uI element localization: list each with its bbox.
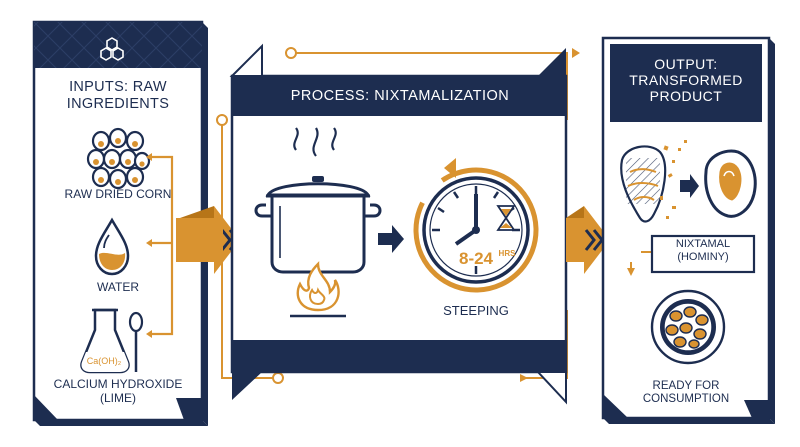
timer-clock-icon: 8-24 HRS (413, 158, 539, 293)
output-heading: OUTPUT: TRANSFORMED PRODUCT (629, 56, 743, 105)
hominy-kernel-icon (704, 149, 757, 218)
hominy-bowl-icon (650, 289, 726, 365)
hexagon-logo-icon (100, 37, 124, 61)
process-heading: PROCESS: NIXTAMALIZATION (290, 88, 510, 104)
duration-unit: HRS (499, 249, 517, 258)
duration-value: 8-24 (459, 249, 494, 268)
input-label-lime: CALCIUM HYDROXIDE (LIME) (53, 377, 183, 405)
step-label-steeping: STEEPING (443, 303, 509, 318)
input-label-corn: RAW DRIED CORN (64, 187, 172, 201)
final-label-ready: READY FOR CONSUMPTION (642, 380, 730, 406)
lime-formula: Ca(OH)₂ (87, 356, 122, 366)
corn-kernels-icon (86, 127, 151, 190)
cooking-pot-icon (254, 127, 382, 274)
inputs-panel (32, 20, 208, 426)
nixtamal-label-box (650, 234, 756, 274)
water-drop-icon (94, 217, 130, 276)
product-label-nixtamal: NIXTAMAL (HOMINY) (675, 238, 731, 263)
lime-flask-icon: Ca(OH)₂ (80, 308, 144, 374)
corn-cob-icon (620, 140, 687, 223)
corner-accent-bottom-left (34, 395, 58, 420)
inputs-connector (150, 155, 174, 336)
flame-icon (290, 261, 346, 318)
input-label-water: WATER (97, 280, 139, 294)
hourglass-icon (496, 205, 516, 231)
output-panel (601, 36, 775, 424)
step-arrow-icon (378, 225, 404, 253)
inputs-heading: INPUTS: RAW INGREDIENTS (66, 79, 170, 112)
transform-arrow-icon (680, 174, 699, 198)
corner-accent-bottom-right (176, 398, 202, 420)
